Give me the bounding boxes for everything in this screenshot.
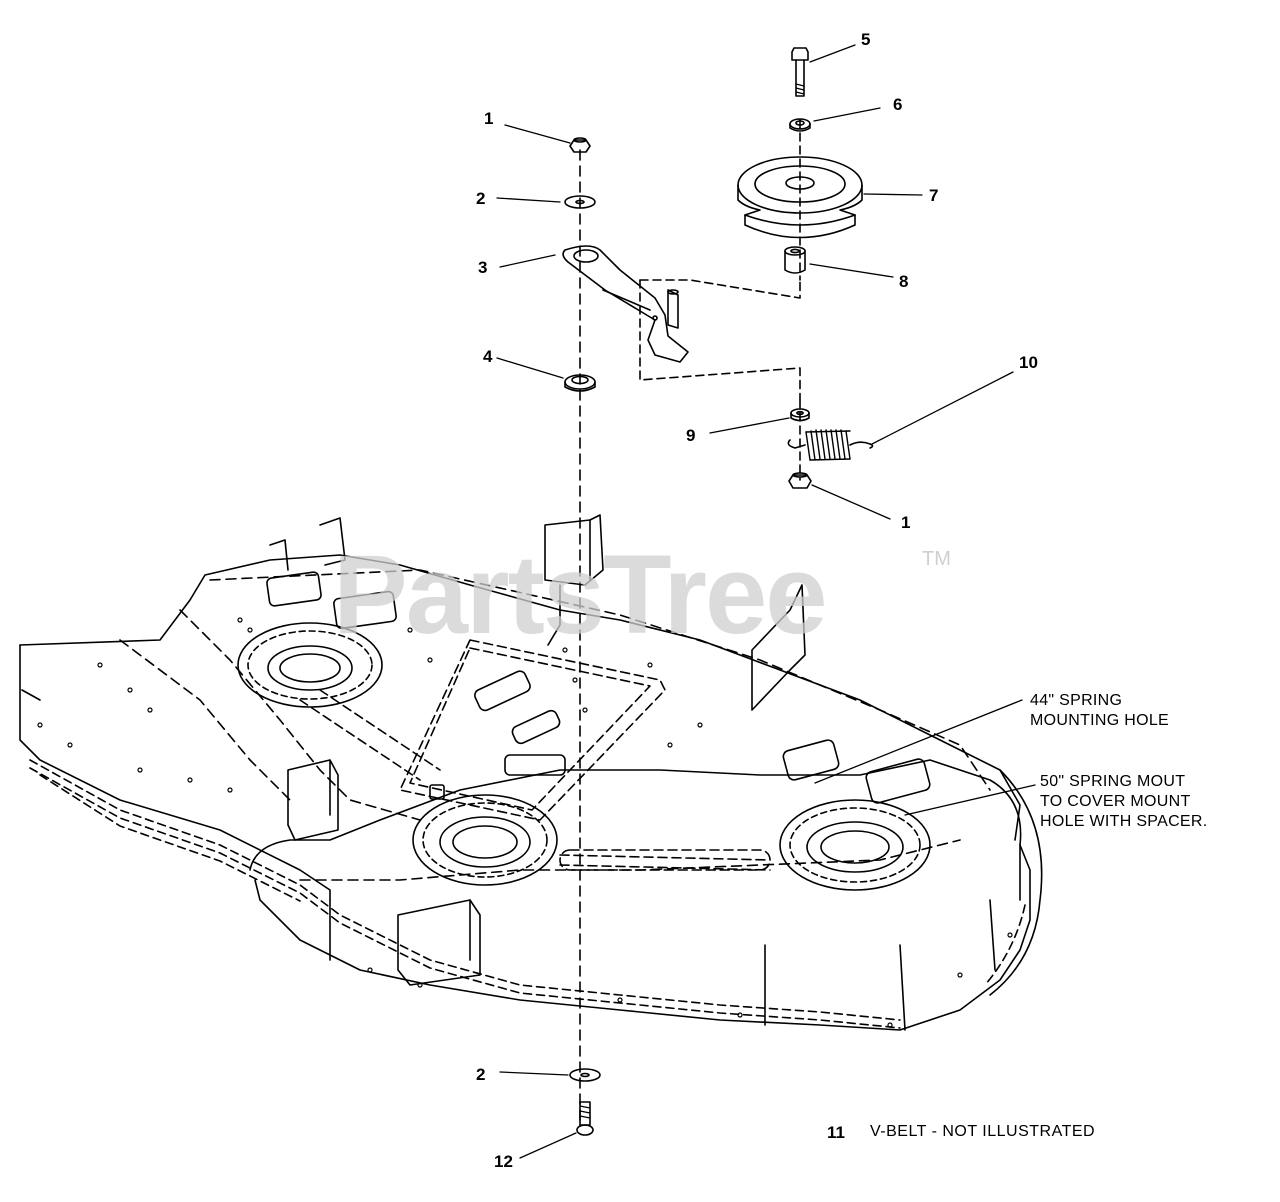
right-spindle-ring [779,799,931,891]
idler-spring-link [639,279,801,401]
flat-washer-top [564,195,596,209]
front-bracket-right [397,899,481,986]
deck-holes [37,617,1013,1028]
mower-deck-housing [19,554,1043,1031]
note-50-line-3: HOLE WITH SPACER. [1040,813,1208,830]
carriage-bolt [576,1101,594,1136]
idler-arm [562,245,689,363]
note-44-line-2: MOUNTING HOLE [1030,712,1170,729]
rear-bracket-center [544,514,604,646]
callout-3-idler-arm: 3 [478,258,488,277]
idler-pulley-link [639,279,801,299]
watermark-trademark: TM [922,548,951,570]
pulley-spacer [784,246,806,274]
spring-spacer [790,408,810,422]
lock-washer [789,118,811,132]
bushing [564,374,596,392]
callout-2-top-washer: 2 [476,189,486,208]
callout-1-bottom-nut: 1 [901,513,911,532]
callout-6-washer: 6 [893,95,903,114]
rear-bracket-left [269,517,346,571]
callout-9-spring-spacer: 9 [686,426,696,445]
front-bracket-left [287,759,339,841]
callout-7-pulley: 7 [929,186,939,205]
center-spindle-ring [412,794,558,886]
note-44-line-1: 44" SPRING [1030,692,1123,709]
left-spindle-ring [237,622,383,708]
footnote-part-number: 11 [827,1123,845,1142]
callout-10-spring: 10 [1019,353,1038,372]
callout-4-bushing: 4 [483,347,493,366]
flange-nut-top [569,137,591,153]
deck-mounting-pads [266,571,931,804]
idler-pulley [737,156,863,239]
callout-8-spacer: 8 [899,272,909,291]
note-44-spring-mounting-hole: 44" SPRING MOUNTING HOLE [1030,691,1169,731]
note-50-spring-mount: 50" SPRING MOUT TO COVER MOUNT HOLE WITH… [1040,772,1208,832]
leader-lines [496,44,1036,1159]
callout-12-bolt: 12 [494,1152,513,1171]
flat-washer-bottom [569,1068,601,1082]
callout-2-bottom-washer: 2 [476,1065,486,1084]
rear-bracket-right [751,584,806,711]
callout-1-top-nut: 1 [484,109,494,128]
note-50-line-2: TO COVER MOUNT [1040,793,1191,810]
footnote-vbelt-text: V-BELT - NOT ILLUSTRATED [870,1123,1096,1140]
watermark-text: PartsTree [333,532,828,657]
callout-5-bolt: 5 [861,30,871,49]
flange-nut-bottom [788,472,812,489]
shoulder-bolt [791,47,809,97]
note-50-line-1: 50" SPRING MOUT [1040,773,1186,790]
extension-spring [787,429,874,461]
